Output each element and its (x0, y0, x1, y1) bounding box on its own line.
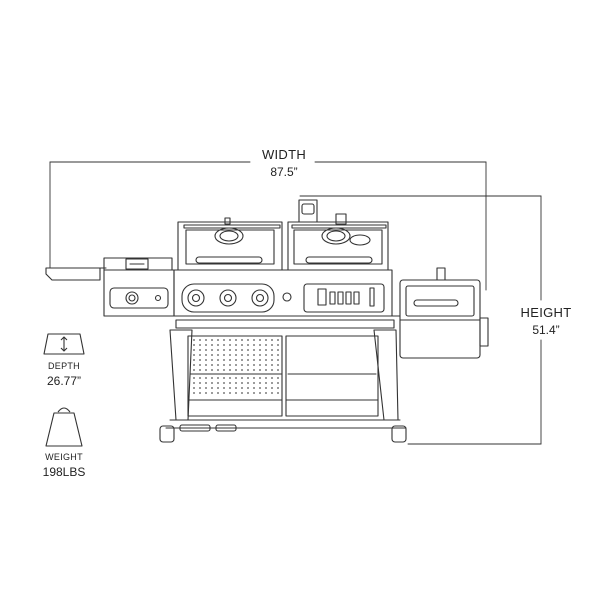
height-dimension-line (299, 195, 542, 445)
grill-main-body (173, 269, 393, 317)
grill-lid-left (177, 217, 283, 271)
offset-smoker-box (399, 279, 489, 359)
side-burner-panel (103, 269, 175, 317)
width-value: 87.5” (270, 165, 298, 179)
grill-lid-right (287, 221, 389, 271)
weight-label: WEIGHT (45, 452, 83, 462)
grill-cart-frame (159, 315, 407, 443)
height-value: 51.4” (532, 323, 560, 337)
depth-arrow-icon (43, 333, 85, 355)
depth-value: 26.77” (46, 374, 82, 388)
weight-icon (45, 407, 83, 447)
height-label: HEIGHT (520, 305, 572, 320)
weight-value: 198LBS (42, 465, 86, 479)
width-label: WIDTH (261, 147, 307, 162)
width-dimension-line (49, 161, 487, 291)
side-shelf (45, 257, 173, 281)
chimney-stack (298, 199, 446, 281)
depth-label: DEPTH (47, 361, 80, 371)
shelf-perforations (193, 339, 279, 394)
